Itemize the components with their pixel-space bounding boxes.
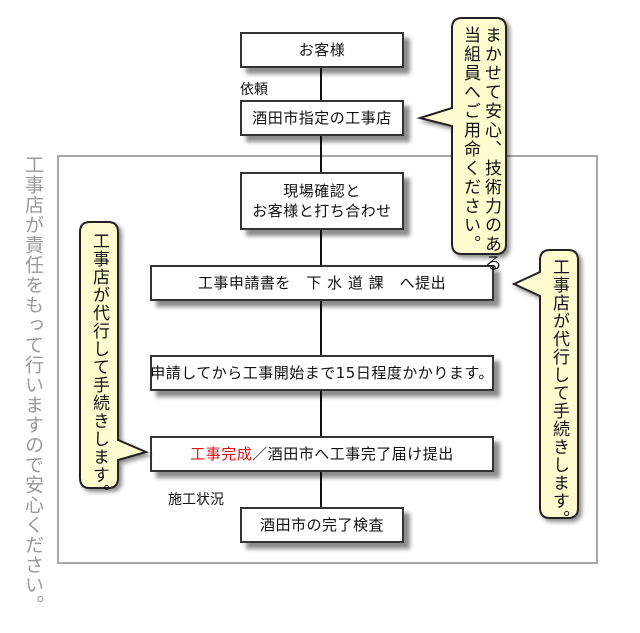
duration-box: 申請してから工事開始まで15日程度かかります。: [150, 355, 494, 391]
completion-text: ／酒田市へ工事完了届け提出: [252, 445, 454, 463]
inspection-text: 酒田市の完了検査: [259, 516, 384, 534]
callout-left: 工事店が代行して手続きします。: [88, 232, 109, 502]
customer-text: お客様: [298, 41, 346, 59]
callout-left-line-1: 工事店が代行して手続きします。: [89, 232, 109, 502]
callout-left-shape: [79, 221, 149, 489]
callout-top-right-line-2: 当組員へご用命ください。: [460, 26, 480, 254]
site-check-line-2: お客様と打ち合わせ: [252, 202, 392, 220]
customer-box: お客様: [240, 32, 404, 68]
site-check-box: 現場確認と お客様と打ち合わせ: [240, 172, 404, 230]
callout-right: 工事店が代行して手続きします。: [548, 258, 569, 528]
contractor-text: 酒田市指定の工事店: [252, 109, 392, 127]
callout-top-right-line-1: まかせて安心、技術力のある: [481, 26, 501, 273]
apply-box: 工事申請書を 下 水 道 課 へ提出: [150, 265, 494, 301]
contractor-box: 酒田市指定の工事店: [240, 100, 404, 136]
site-check-line-1: 現場確認と: [283, 182, 361, 200]
apply-text: 工事申請書を 下 水 道 課 へ提出: [197, 274, 447, 292]
side-note: 工事店が責任をもって行いますので安心ください。: [22, 155, 44, 615]
callout-top-right: まかせて安心、技術力のある 当組員へご用命ください。: [459, 26, 501, 273]
status-label: 施工状況: [168, 492, 224, 508]
callout-top-right-shape: [416, 17, 507, 255]
process-frame: [57, 155, 598, 564]
request-label: 依頼: [240, 82, 268, 98]
duration-text: 申請してから工事開始まで15日程度かかります。: [150, 364, 494, 382]
callout-right-line-1: 工事店が代行して手続きします。: [549, 258, 569, 528]
completion-box: 工事完成／酒田市へ工事完了届け提出: [150, 436, 494, 472]
callout-right-shape: [511, 249, 579, 519]
completion-highlight: 工事完成: [190, 445, 253, 463]
inspection-box: 酒田市の完了検査: [240, 507, 404, 543]
